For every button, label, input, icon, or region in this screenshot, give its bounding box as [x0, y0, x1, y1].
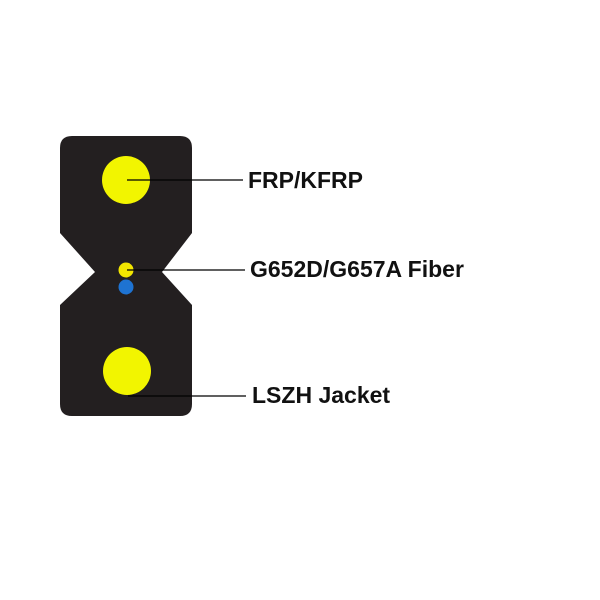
upper-strength-member-icon	[102, 156, 150, 204]
fiber-type-label: G652D/G657A Fiber	[250, 256, 464, 282]
lower-strength-member-icon	[103, 347, 151, 395]
fiber-blue-icon	[118, 279, 134, 295]
lszh-jacket-label: LSZH Jacket	[252, 382, 390, 408]
frp-kfrp-label: FRP/KFRP	[248, 167, 363, 193]
fiber-yellow-icon	[118, 262, 134, 278]
